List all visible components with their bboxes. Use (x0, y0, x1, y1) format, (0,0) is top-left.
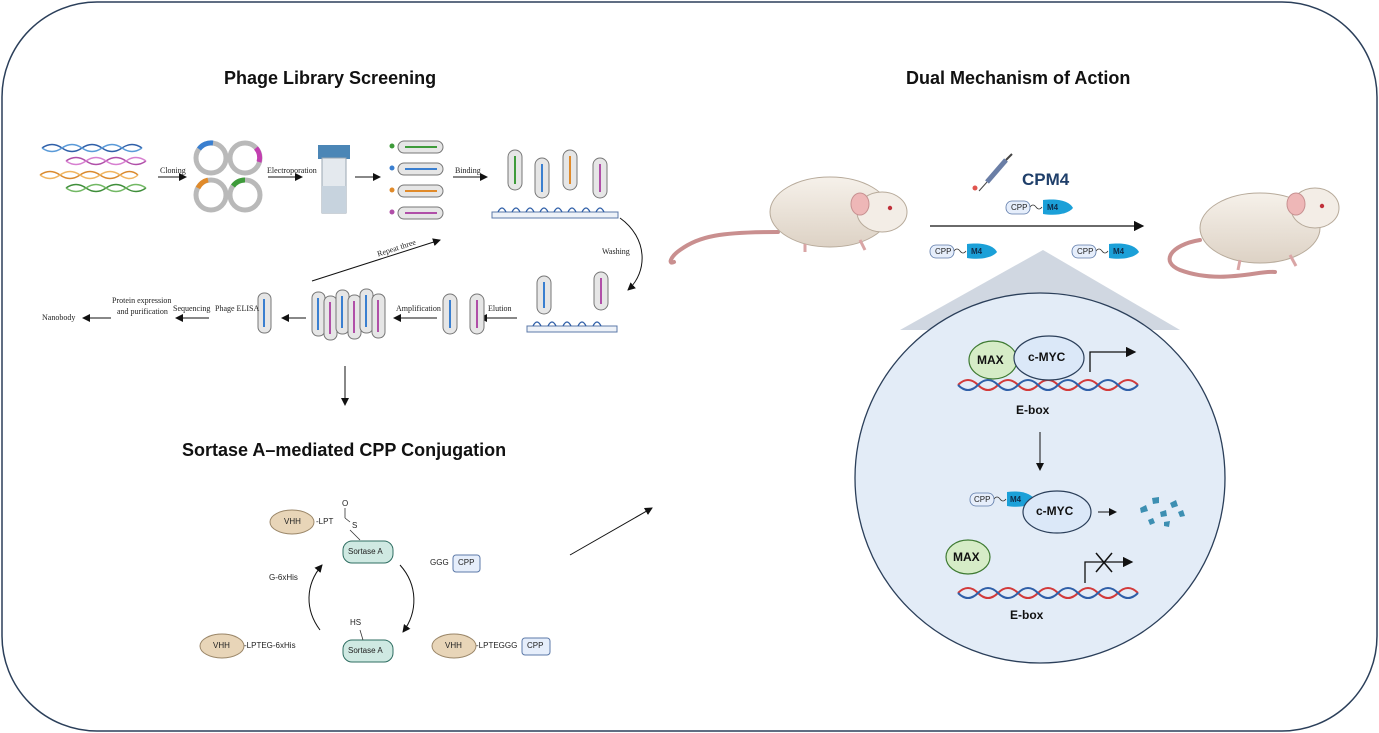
electroporation-cuvette-icon (318, 145, 350, 214)
sortase-a-top-shape (342, 540, 394, 564)
sortase-section-title: Sortase A–mediated CPP Conjugation (182, 440, 507, 460)
plasmid-icons (193, 140, 263, 213)
syringe-icon (972, 153, 1013, 192)
cpp-tag-2: CPP (935, 247, 952, 256)
cmyc-label-top: c-MYC (1028, 350, 1066, 364)
step-elution: Elution (488, 304, 512, 313)
step-sequencing: Sequencing (173, 304, 211, 313)
m4-tag-2: M4 (971, 247, 983, 256)
degradation-fragments-icon (1140, 497, 1185, 527)
lpt-label: -LPT (316, 517, 334, 526)
vhh-product-shape (431, 633, 477, 659)
hs-label: HS (350, 618, 362, 627)
ebox-label-top: E-box (1016, 403, 1050, 417)
sortase-a-bottom-label: Sortase A (348, 646, 383, 655)
cpp-tag-1: CPP (1011, 203, 1028, 212)
lpteg-his-label: -LPTEG-6xHis (244, 641, 296, 650)
transcription-arrow (1089, 346, 1137, 372)
vhh-label-1: VHH (284, 517, 301, 526)
cpm4-conjugate-icons (929, 199, 1139, 259)
cmyc-bound-shape (1022, 490, 1092, 534)
elution-plate-icon (526, 271, 618, 333)
mouse-left-icon (668, 176, 908, 265)
ebox-label-bottom: E-box (1010, 608, 1044, 622)
m4-tag-4: M4 (1010, 495, 1022, 504)
vhh-lpt-shape (269, 509, 315, 535)
sortase-cycle (199, 508, 551, 663)
mouse-right-icon (1167, 187, 1340, 279)
sulfur-label: S (352, 521, 358, 530)
dna-bottom-icon (957, 587, 1139, 599)
phage-display-icons (389, 140, 444, 220)
binding-plate-icon (491, 149, 619, 219)
step-protein-expression: Protein expression (112, 296, 172, 305)
cpm4-label: CPM4 (1022, 170, 1070, 189)
sortase-a-top-label: Sortase A (348, 547, 383, 556)
cmyc-top-shape (1013, 335, 1085, 381)
cpp-label-1: CPP (458, 558, 475, 567)
elisa-phage-icon (257, 292, 272, 334)
max-bottom-shape (945, 539, 991, 575)
vhh-label-2: VHH (213, 641, 230, 650)
step-purification: and purification (117, 307, 168, 316)
step-cloning: Cloning (160, 166, 186, 175)
cpp-label-2: CPP (527, 641, 544, 650)
m4-tag-1: M4 (1047, 203, 1059, 212)
step-electroporation: Electroporation (267, 166, 317, 175)
amplified-phage-icon (311, 288, 386, 341)
block-x-icon (1095, 552, 1113, 573)
step-phage-elisa: Phage ELISA (215, 304, 260, 313)
cpp-product-shape (521, 637, 551, 656)
oxygen-label: O (342, 499, 349, 508)
vhh-label-3: VHH (445, 641, 462, 650)
dna-library-icon (39, 143, 147, 193)
cpp-tag-4: CPP (974, 495, 991, 504)
step-washing: Washing (602, 247, 630, 256)
g-his-label: G-6xHis (269, 573, 298, 582)
step-nanobody: Nanobody (42, 313, 76, 322)
max-label-top: MAX (977, 353, 1004, 367)
eluted-phage-icon (442, 293, 485, 335)
m4-tag-3: M4 (1113, 247, 1125, 256)
cpp-tag-shape (452, 554, 481, 573)
cpp-tag-3: CPP (1077, 247, 1094, 256)
vhh-lpteg-his-shape (199, 633, 245, 659)
mechanism-section-title: Dual Mechanism of Action (906, 68, 1131, 88)
step-binding: Binding (455, 166, 481, 175)
cmyc-label-bound: c-MYC (1036, 504, 1074, 518)
zoom-circle (854, 292, 1226, 664)
ggg-label: GGG (430, 558, 449, 567)
max-label-bottom: MAX (953, 550, 980, 564)
step-amplification: Amplification (396, 304, 441, 313)
phage-section-title: Phage Library Screening (224, 68, 437, 88)
sortase-a-bottom-shape (342, 639, 394, 663)
lpteggg-label: -LPTEGGG (476, 641, 518, 650)
blocked-transcription-arrow (1084, 556, 1134, 583)
